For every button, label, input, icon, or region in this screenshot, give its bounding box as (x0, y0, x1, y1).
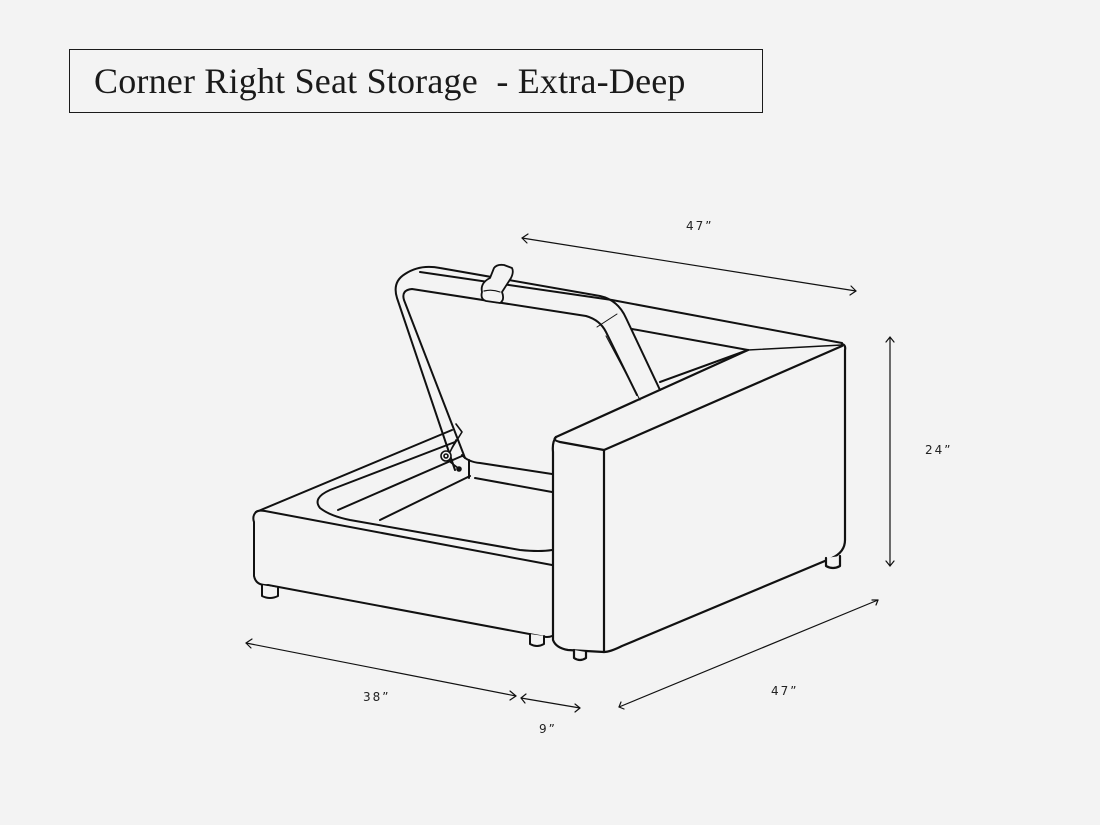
right-arm (551, 342, 847, 662)
height-label: 24” (925, 443, 953, 457)
depth-label: 47” (771, 684, 799, 698)
dimension-arrows (245, 233, 895, 713)
back-width-label: 47” (686, 219, 714, 233)
arm-width-arrow-icon (520, 693, 581, 713)
lid-strap-icon (480, 263, 514, 304)
back-width-arrow-icon (521, 233, 857, 296)
arm-width-label: 9” (539, 722, 557, 736)
seat-width-label: 38” (363, 690, 391, 704)
seat-base (252, 429, 553, 647)
depth-arrow-icon (618, 599, 879, 710)
page-title: Corner Right Seat Storage - Extra-Deep (94, 61, 686, 101)
title-box: Corner Right Seat Storage - Extra-Deep (69, 49, 763, 113)
height-arrow-icon (885, 336, 895, 567)
seat-width-arrow-icon (245, 638, 517, 701)
lid-hinge-icon (440, 423, 463, 472)
